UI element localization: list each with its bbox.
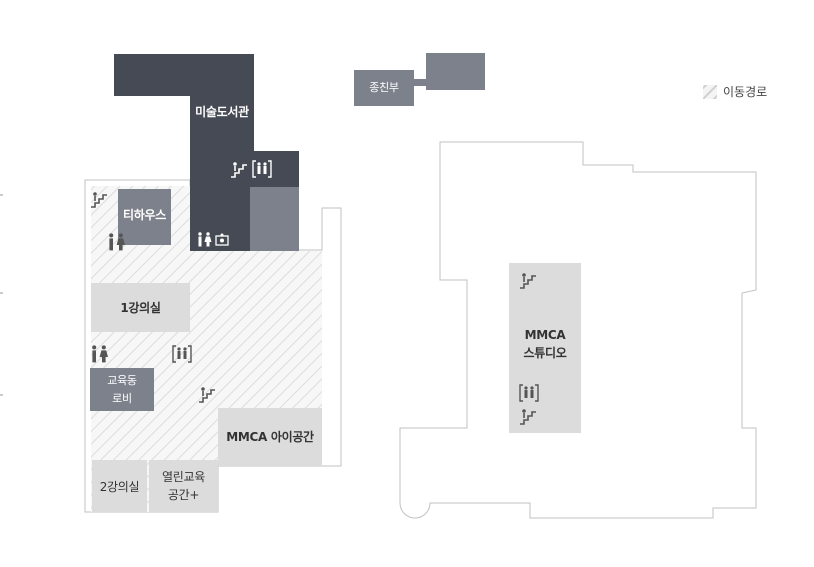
legend: 이동경로 (703, 83, 767, 100)
restroom-icon (198, 232, 212, 247)
restroom-icon (92, 345, 108, 363)
stairs-icon (199, 387, 215, 403)
friends-block[interactable] (354, 70, 414, 106)
room-label-tea-house: 티하우스 (123, 208, 166, 222)
room-label-lecture1: 1강의실 (120, 301, 161, 315)
library-block[interactable] (114, 54, 299, 251)
elevator-icon (172, 345, 192, 363)
legend-hatch-swatch (703, 84, 717, 99)
lecture1-block[interactable] (91, 283, 190, 332)
stairs-icon (231, 162, 247, 178)
friends-annex[interactable] (426, 53, 485, 90)
stairs-icon (91, 192, 107, 208)
room-label-friends: 종친부 (369, 81, 399, 94)
nursing-room-icon (215, 233, 229, 246)
library-annex[interactable] (250, 187, 299, 251)
elevator-icon (252, 160, 272, 178)
mmca-kids-block[interactable] (218, 408, 322, 466)
room-label-mmca-studio: MMCA 스튜디오 (523, 328, 567, 360)
elevator-icon (519, 384, 539, 402)
lecture2-block[interactable] (92, 460, 147, 512)
edu-lobby-block[interactable] (90, 368, 154, 411)
room-label-library: 미술도서관 (195, 105, 249, 119)
restroom-icon (109, 233, 125, 251)
friends-connector (414, 79, 426, 86)
tea-house-block[interactable] (118, 189, 171, 245)
stairs-icon (520, 273, 536, 289)
stairs-icon (520, 409, 536, 425)
room-label-mmca-kids: MMCA 아이공간 (226, 430, 314, 444)
room-label-lecture2: 2강의실 (99, 480, 140, 494)
mmca-studio-block[interactable] (509, 263, 581, 433)
room-label-open-edu: 열린교육 공간+ (162, 470, 205, 502)
legend-label: 이동경로 (723, 85, 768, 99)
open-edu-block[interactable] (149, 460, 218, 512)
room-label-edu-lobby: 교육동 로비 (107, 374, 137, 405)
